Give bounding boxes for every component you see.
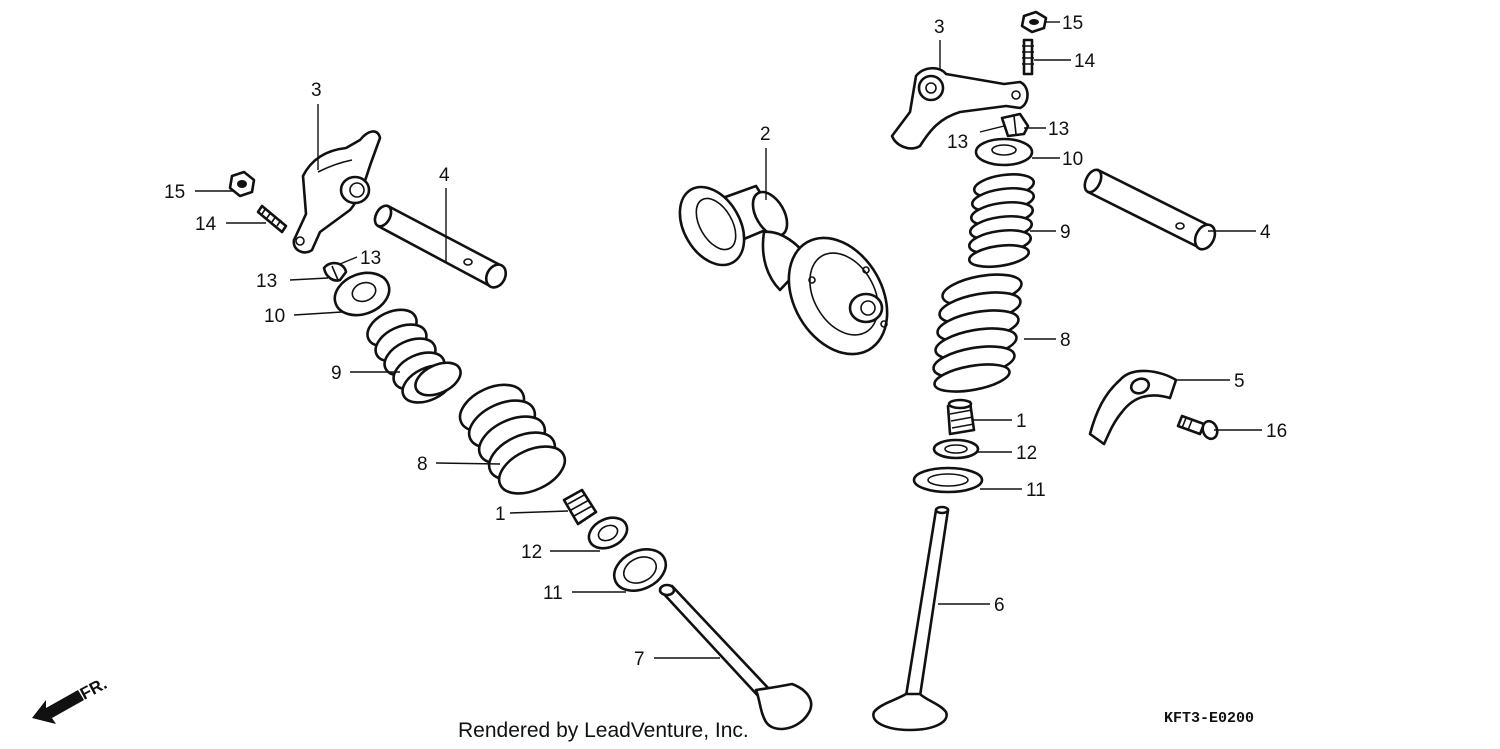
callout-left-spring-seat-outer[interactable]: 11	[543, 583, 563, 604]
left-inner-spring[interactable]	[362, 303, 466, 410]
right-adjust-screw[interactable]	[1022, 38, 1034, 76]
leader-lines	[195, 21, 1262, 659]
left-rocker-shaft[interactable]	[372, 203, 510, 291]
callout-right-cotter-a[interactable]: 13	[947, 132, 968, 153]
tensioner-guide[interactable]	[1088, 369, 1178, 446]
callout-right-spring-seat-outer[interactable]: 11	[1026, 480, 1046, 501]
callout-left-outer-spring[interactable]: 8	[417, 454, 428, 475]
right-outer-spring[interactable]	[931, 269, 1024, 396]
callout-left-inner-spring[interactable]: 9	[331, 363, 342, 384]
right-retainer[interactable]	[974, 137, 1034, 167]
left-valve-guide-seal[interactable]	[562, 488, 598, 526]
callout-right-valve[interactable]: 6	[994, 595, 1005, 616]
callout-left-valve[interactable]: 7	[634, 649, 645, 670]
left-rocker-arm[interactable]	[292, 130, 382, 254]
callout-right-rocker-arm[interactable]: 3	[934, 17, 945, 38]
callout-right-retainer[interactable]: 10	[1062, 149, 1083, 170]
diagram-code: KFT3-E0200	[1164, 710, 1254, 727]
right-valve[interactable]	[872, 505, 950, 732]
callout-tensioner-guide[interactable]: 5	[1234, 371, 1245, 392]
callout-bolt[interactable]: 16	[1266, 421, 1287, 442]
right-inner-spring[interactable]	[967, 171, 1036, 270]
callout-camshaft[interactable]: 2	[760, 124, 771, 145]
callout-left-valve-guide-seal[interactable]: 1	[495, 504, 506, 525]
callout-left-lock-nut[interactable]: 15	[164, 182, 185, 203]
callout-left-spring-seat-inner[interactable]: 12	[521, 542, 542, 563]
front-direction-marker: FR.	[32, 674, 110, 724]
callout-left-rocker-shaft[interactable]: 4	[439, 165, 450, 186]
front-arrow-icon	[32, 690, 84, 724]
callout-right-adjust-screw[interactable]: 14	[1074, 51, 1096, 72]
left-adjust-screw[interactable]	[256, 204, 288, 234]
bolt[interactable]	[1176, 414, 1220, 441]
callout-right-inner-spring[interactable]: 9	[1060, 222, 1071, 243]
left-retainer[interactable]	[329, 266, 395, 323]
callout-left-cotter-b[interactable]: 13	[256, 271, 277, 292]
callout-left-rocker-arm[interactable]: 3	[311, 80, 322, 101]
left-lock-nut[interactable]	[228, 170, 256, 198]
camshaft[interactable]	[667, 176, 907, 372]
callout-right-cotter-b[interactable]: 13	[1048, 119, 1069, 140]
right-spring-seat-outer[interactable]	[912, 466, 984, 494]
right-spring-seat-inner[interactable]	[932, 438, 980, 460]
callout-right-rocker-shaft[interactable]: 4	[1260, 222, 1271, 243]
right-rocker-shaft[interactable]	[1081, 167, 1218, 252]
callout-right-valve-guide-seal[interactable]: 1	[1016, 411, 1027, 432]
callout-labels: 3 15 14 4 13 13 10 9 8 1 12 11 7 2 3 15 …	[164, 13, 1287, 670]
credit-text: Rendered by LeadVenture, Inc.	[458, 719, 749, 742]
left-spring-seat-inner[interactable]	[584, 512, 632, 554]
right-cotters[interactable]	[1000, 112, 1030, 138]
callout-right-lock-nut[interactable]: 15	[1062, 13, 1083, 34]
left-valve[interactable]	[658, 583, 813, 731]
callout-left-adjust-screw[interactable]: 14	[195, 214, 217, 235]
right-valve-guide-seal[interactable]	[946, 398, 976, 436]
callout-right-spring-seat-inner[interactable]: 12	[1016, 443, 1037, 464]
left-outer-spring[interactable]	[453, 376, 572, 503]
right-lock-nut[interactable]	[1020, 10, 1048, 34]
callout-left-cotter-a[interactable]: 13	[360, 248, 381, 269]
left-spring-seat-outer[interactable]	[607, 541, 672, 598]
callout-right-outer-spring[interactable]: 8	[1060, 330, 1071, 351]
left-cotters[interactable]	[322, 261, 348, 282]
right-rocker-arm[interactable]	[890, 66, 1029, 150]
callout-left-retainer[interactable]: 10	[264, 306, 285, 327]
